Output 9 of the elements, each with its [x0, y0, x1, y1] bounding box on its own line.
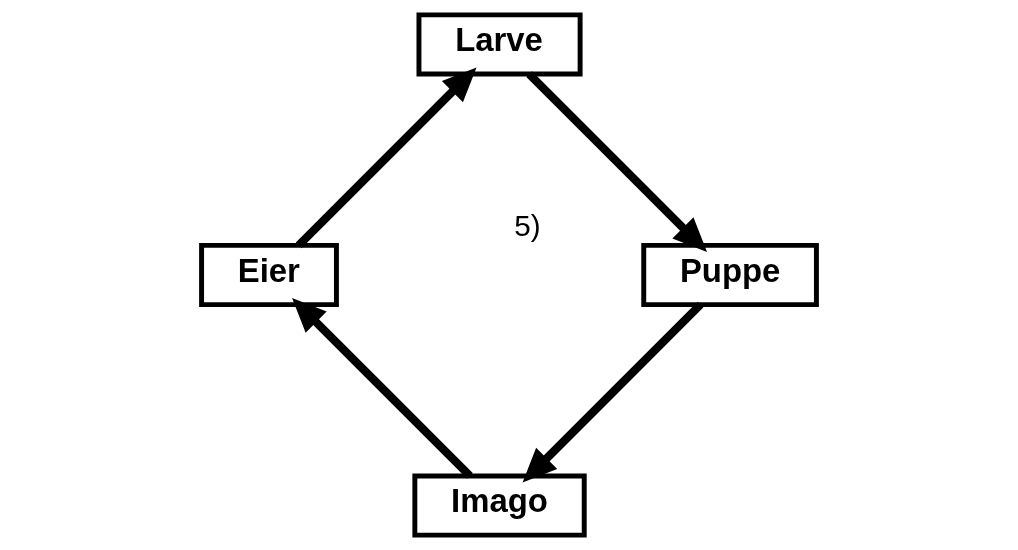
label: 5): [514, 209, 541, 243]
arrow: [292, 298, 473, 479]
arrow: [526, 71, 708, 252]
arrow: [295, 67, 477, 249]
arrow: [522, 301, 704, 483]
node-box: Eier: [199, 242, 339, 308]
node-box: Imago: [412, 473, 587, 538]
node-box: Larve: [416, 12, 583, 77]
node-box: Puppe: [641, 242, 819, 308]
